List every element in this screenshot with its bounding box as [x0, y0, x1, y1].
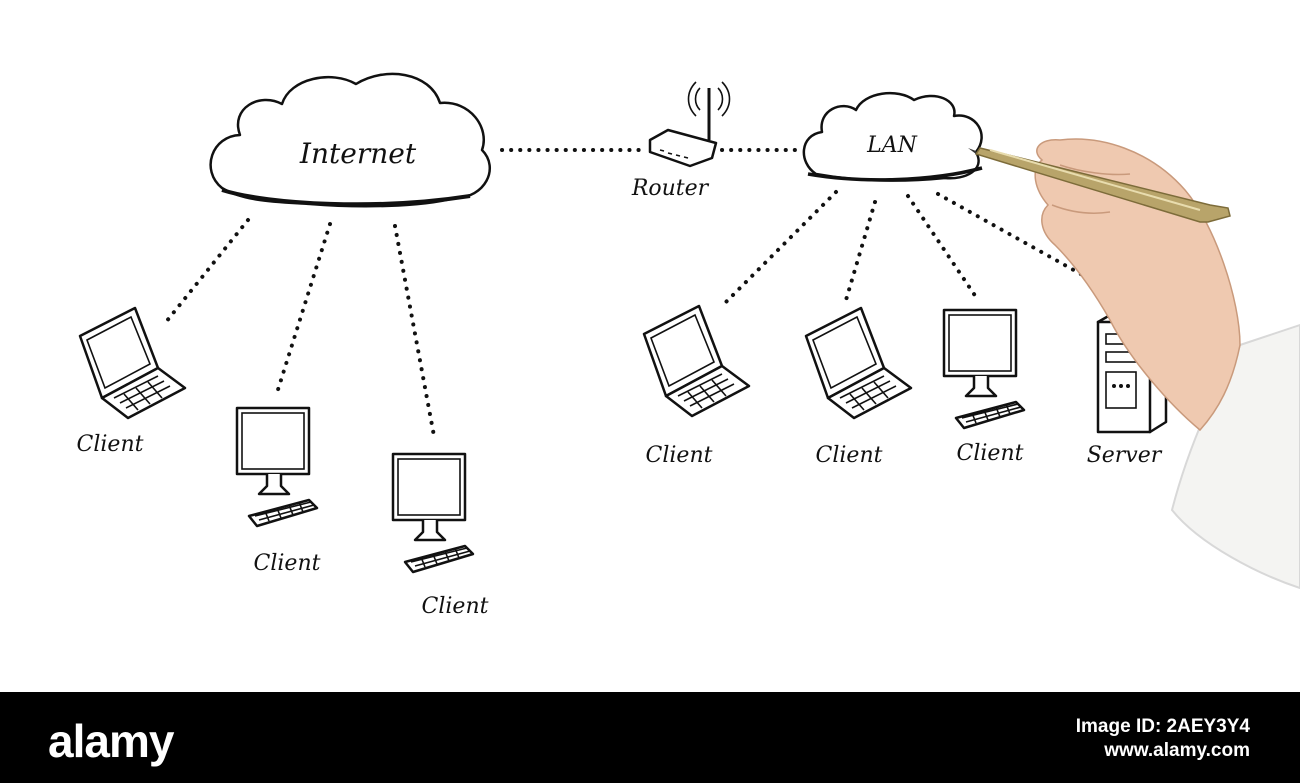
internet-cloud: Internet [209, 72, 492, 208]
client-label: Client [422, 594, 489, 619]
client-desktop-1: Client [235, 406, 321, 576]
client-label: Client [646, 443, 713, 468]
connections [164, 148, 1097, 438]
router-label: Router [631, 176, 710, 201]
lan-label: LAN [866, 133, 917, 158]
client-desktop-3: Client [942, 308, 1026, 466]
lan-cloud: LAN [802, 92, 983, 182]
client-label: Client [957, 441, 1024, 466]
client-label: Client [77, 432, 144, 457]
client-laptop-2: Client [642, 304, 751, 468]
client-label: Client [816, 443, 883, 468]
server-label: Server [1087, 443, 1163, 468]
site-url: www.alamy.com [1104, 740, 1250, 761]
alamy-logo: alamy [48, 715, 174, 767]
network-diagram: Internet LAN Router Client Client [76, 72, 1300, 619]
internet-label: Internet [299, 137, 417, 170]
client-laptop-3: Client [804, 306, 913, 468]
image-id: Image ID: 2AEY3Y4 [1075, 716, 1250, 737]
client-laptop-1: Client [77, 306, 187, 457]
client-label: Client [254, 551, 321, 576]
client-desktop-2: Client [391, 452, 489, 619]
hand-with-pen [968, 138, 1300, 590]
watermark-footer: alamy Image ID: 2AEY3Y4 www.alamy.com [0, 692, 1300, 783]
router: Router [631, 81, 731, 201]
